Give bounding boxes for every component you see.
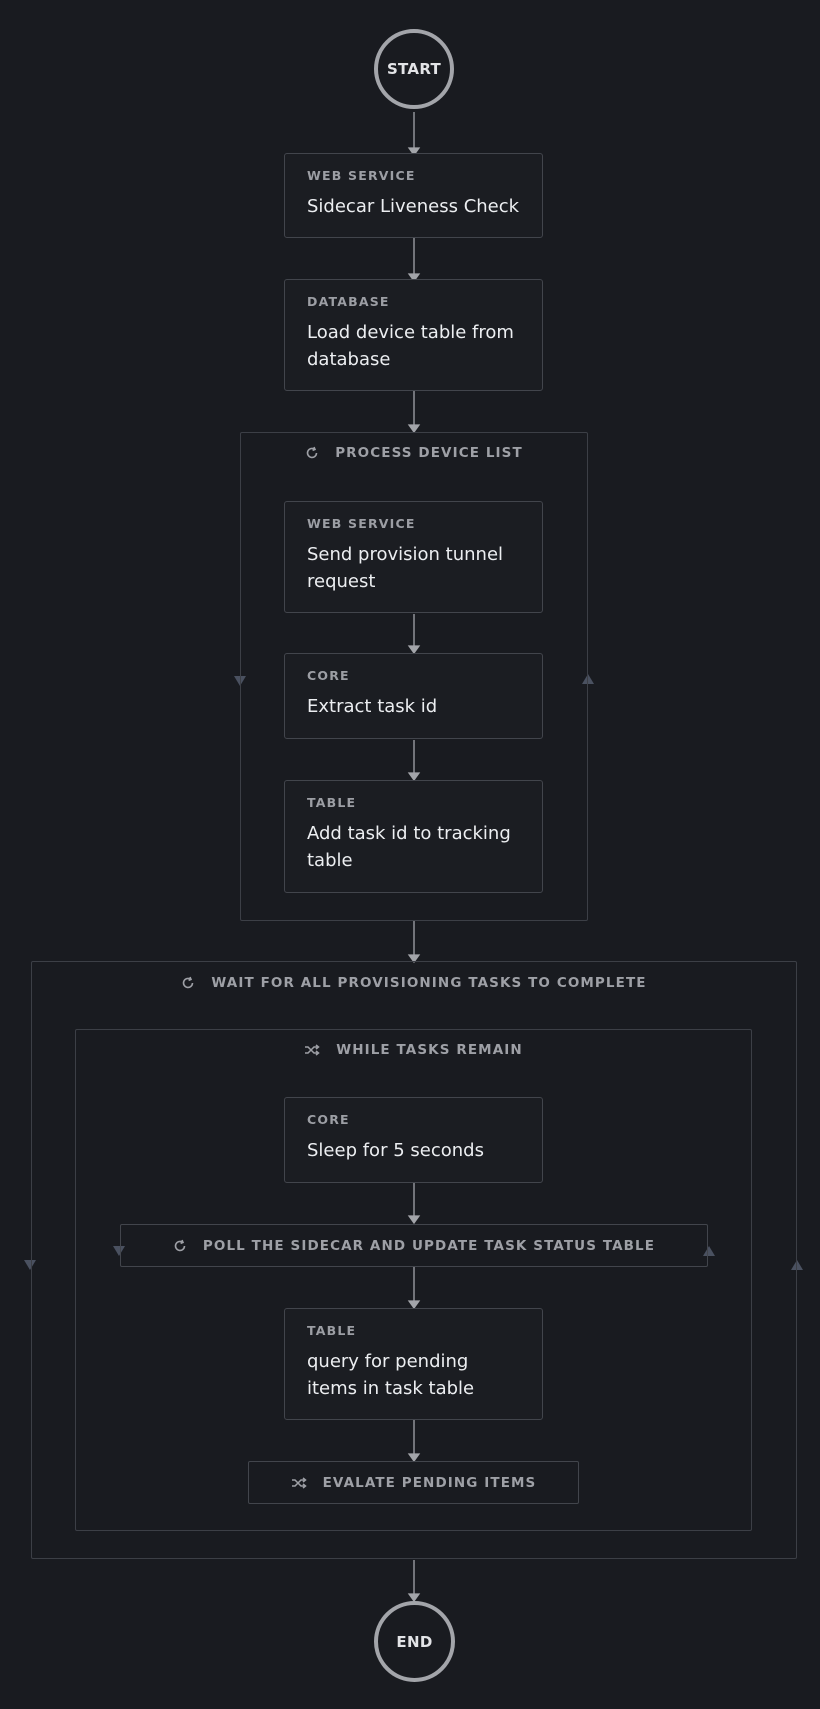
step-title: Load device table from database bbox=[307, 322, 514, 370]
condition-evaluate-pending-items[interactable]: EVALATE PENDING ITEMS bbox=[248, 1461, 579, 1504]
step-title: query for pending items in task table bbox=[307, 1351, 475, 1399]
shuffle-icon bbox=[305, 1044, 320, 1056]
step-category: WEB SERVICE bbox=[307, 168, 416, 183]
loop-icon bbox=[306, 446, 318, 459]
step-category: TABLE bbox=[307, 795, 357, 810]
step-title: Sleep for 5 seconds bbox=[307, 1140, 484, 1161]
condition-label: EVALATE PENDING ITEMS bbox=[322, 1474, 537, 1491]
start-node: START bbox=[374, 29, 454, 109]
step-title: Add task id to tracking table bbox=[307, 823, 511, 871]
step-category: DATABASE bbox=[307, 294, 390, 309]
end-label: END bbox=[396, 1632, 433, 1651]
step-sleep[interactable]: CORE Sleep for 5 seconds bbox=[284, 1097, 543, 1183]
start-label: START bbox=[386, 60, 442, 78]
loop-process-device-list[interactable] bbox=[240, 432, 588, 921]
step-category: TABLE bbox=[307, 1323, 357, 1338]
loop-label: POLL THE SIDECAR AND UPDATE TASK STATUS … bbox=[202, 1237, 656, 1254]
loop-poll-sidecar[interactable]: POLL THE SIDECAR AND UPDATE TASK STATUS … bbox=[120, 1224, 708, 1267]
step-category: WEB SERVICE bbox=[307, 516, 416, 531]
loop-wait-for-tasks-header: WAIT FOR ALL PROVISIONING TASKS TO COMPL… bbox=[31, 973, 797, 993]
step-extract-task-id[interactable]: CORE Extract task id bbox=[284, 653, 543, 739]
step-title: Extract task id bbox=[307, 696, 438, 717]
step-load-device-table[interactable]: DATABASE Load device table from database bbox=[284, 279, 543, 391]
step-query-pending-items[interactable]: TABLE query for pending items in task ta… bbox=[284, 1308, 543, 1420]
step-category: CORE bbox=[307, 668, 350, 683]
loop-label: PROCESS DEVICE LIST bbox=[335, 445, 523, 461]
shuffle-icon bbox=[291, 1476, 307, 1489]
step-title: Sidecar Liveness Check bbox=[307, 196, 520, 217]
condition-while-tasks-remain-header: WHILE TASKS REMAIN bbox=[75, 1040, 752, 1060]
loop-label: WAIT FOR ALL PROVISIONING TASKS TO COMPL… bbox=[211, 975, 647, 991]
step-add-task-id[interactable]: TABLE Add task id to tracking table bbox=[284, 780, 543, 893]
condition-while-tasks-remain[interactable] bbox=[75, 1029, 752, 1531]
loop-process-device-list-header: PROCESS DEVICE LIST bbox=[240, 443, 588, 463]
loop-icon bbox=[174, 1239, 186, 1251]
loop-icon bbox=[183, 976, 194, 989]
loop-wait-for-tasks[interactable] bbox=[31, 961, 797, 1559]
step-category: CORE bbox=[307, 1112, 350, 1127]
step-send-provision-tunnel-request[interactable]: WEB SERVICE Send provision tunnel reques… bbox=[284, 501, 543, 613]
condition-label: WHILE TASKS REMAIN bbox=[336, 1042, 523, 1058]
end-node: END bbox=[374, 1601, 455, 1682]
step-title: Send provision tunnel request bbox=[307, 544, 504, 592]
step-sidecar-liveness-check[interactable]: WEB SERVICE Sidecar Liveness Check bbox=[284, 153, 543, 238]
